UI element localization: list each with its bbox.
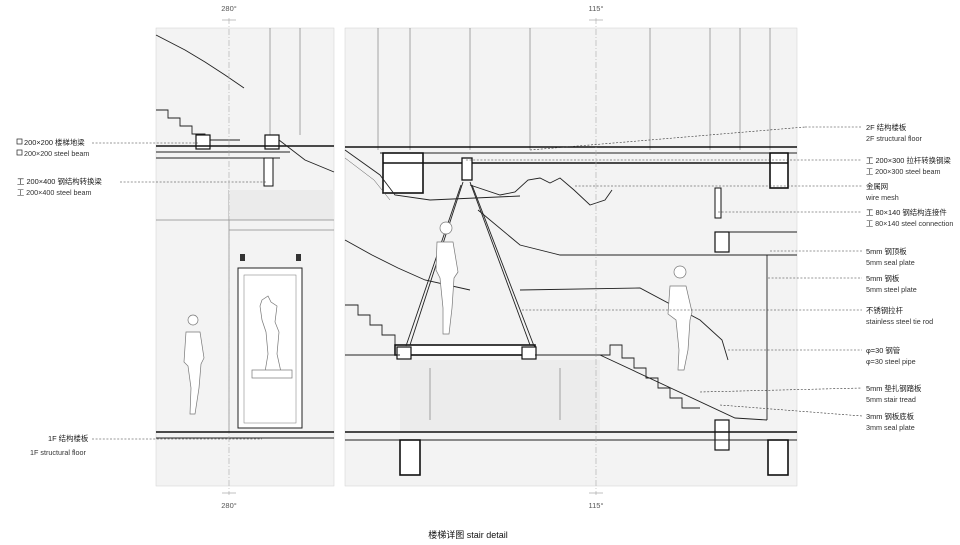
right-label-en-6: 5mm steel plate [866, 285, 917, 294]
axis-lines: 280° 115° 280° 115° [221, 4, 603, 510]
right-label-cn-4: 工 80×140 钢结构连接件 [866, 208, 947, 217]
right-label-en-9: 5mm stair tread [866, 395, 916, 404]
right-label-en-3: wire mesh [865, 193, 899, 202]
left-label-en-1: 200×200 steel beam [24, 149, 89, 158]
left-label-en-3: 1F structural floor [30, 448, 87, 457]
left-label-cn-1: 200×200 楼梯地梁 [24, 138, 85, 147]
left-annotations: 200×200 楼梯地梁 200×200 steel beam 工 200×40… [16, 138, 266, 457]
right-label-cn-8: φ=30 钢管 [866, 346, 900, 355]
axis-label-right-top: 115° [589, 4, 604, 13]
right-label-cn-3: 金属网 [866, 182, 888, 191]
right-label-en-10: 3mm seal plate [866, 423, 915, 432]
right-label-en-1: 2F structural floor [866, 134, 923, 143]
right-label-en-7: stainless steel tie rod [866, 317, 933, 326]
axis-label-left-top: 280° [221, 4, 237, 13]
right-label-en-5: 5mm seal plate [866, 258, 915, 267]
right-label-cn-7: 不锈钢拉杆 [866, 306, 904, 315]
right-label-cn-1: 2F 结构楼板 [866, 123, 907, 132]
left-label-cn-3: 1F 结构楼板 [48, 434, 89, 443]
axis-label-right-bottom: 115° [589, 501, 604, 510]
left-label-cn-2: 工 200×400 钢结构转换梁 [17, 177, 102, 186]
right-label-cn-2: 工 200×300 拉杆转换钢梁 [866, 156, 951, 165]
right-label-cn-10: 3mm 钢板底板 [866, 412, 915, 421]
left-section-panel [155, 27, 335, 487]
right-section-panel [344, 27, 798, 487]
right-label-en-4: 工 80×140 steel connection [866, 219, 953, 228]
drawing-caption: 楼梯详图 stair detail [428, 529, 508, 540]
right-label-cn-9: 5mm 垫扎钢踏板 [866, 384, 922, 393]
left-label-en-2: 工 200×400 steel beam [17, 188, 92, 197]
right-label-cn-5: 5mm 钢顶板 [866, 247, 907, 256]
axis-label-left-bottom: 280° [221, 501, 237, 510]
right-annotations: 2F 结构楼板 2F structural floor 工 200×300 拉杆… [466, 123, 953, 432]
right-label-cn-6: 5mm 钢板 [866, 274, 900, 283]
right-label-en-8: φ=30 steel pipe [866, 357, 916, 366]
right-label-en-2: 工 200×300 steel beam [866, 167, 941, 176]
